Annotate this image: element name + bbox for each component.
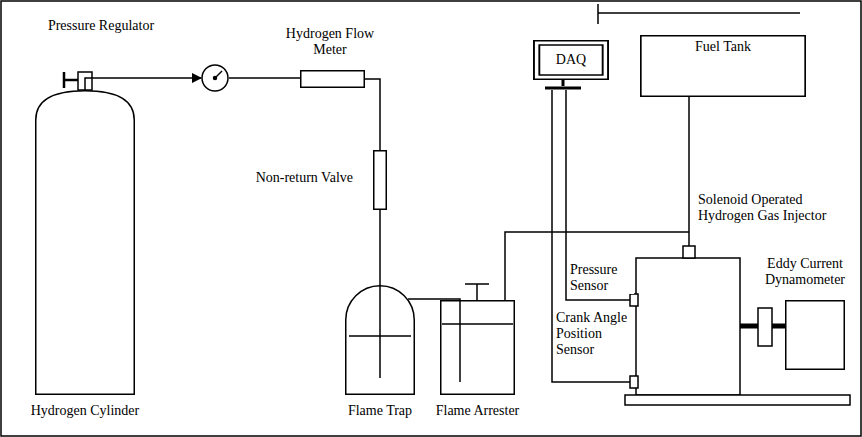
pressure-sensor bbox=[630, 294, 638, 306]
node-label: Fuel Tank bbox=[640, 39, 806, 55]
flow-meter-outline bbox=[300, 70, 365, 88]
cursor-mark bbox=[598, 4, 800, 24]
sensor-label: Pressure Sensor bbox=[570, 262, 634, 294]
flame-arrester: Flame Arrester bbox=[440, 300, 515, 395]
injector-label: Solenoid Operated Hydrogen Gas Injector bbox=[698, 192, 854, 224]
pressure-gauge: Pressure Regulator bbox=[201, 64, 229, 92]
flame-trap: Flame Trap bbox=[345, 285, 415, 395]
node-label: Flame Arrester bbox=[420, 403, 535, 419]
node-label: Flame Trap bbox=[330, 403, 430, 419]
sensor-label: Crank Angle Position Sensor bbox=[556, 310, 628, 358]
crank-sensor bbox=[630, 376, 638, 388]
node-label: Pressure Regulator bbox=[11, 18, 191, 34]
daq-monitor: DAQ bbox=[533, 40, 609, 80]
check-valve: Non-return Valve bbox=[373, 150, 387, 210]
gas-cylinder: Hydrogen Cylinder bbox=[35, 90, 135, 395]
flame-arrester-outline bbox=[440, 300, 515, 395]
node-label: Hydrogen Cylinder bbox=[5, 403, 165, 419]
node-label: Hydrogen Flow Meter bbox=[280, 26, 380, 58]
signal-wire bbox=[552, 90, 630, 382]
dynamometer: Eddy Current Dynamometer bbox=[785, 300, 845, 370]
fuel-tank: Fuel Tank bbox=[640, 35, 806, 97]
check-valve-outline bbox=[373, 150, 387, 210]
pipe-connector bbox=[379, 210, 381, 285]
injector-symbol bbox=[683, 246, 695, 258]
valve-handle bbox=[64, 72, 78, 88]
flame-trap-outline bbox=[345, 285, 415, 395]
gas-cylinder-outline bbox=[35, 90, 135, 395]
pressure-gauge-outline bbox=[201, 64, 229, 92]
pipe-connector bbox=[408, 299, 460, 300]
node-label: DAQ bbox=[533, 52, 609, 68]
pipe-connector bbox=[365, 79, 380, 150]
base-plate bbox=[625, 395, 850, 405]
pipe-connector bbox=[85, 78, 201, 90]
pipe-connector bbox=[229, 77, 300, 79]
node-label: Non-return Valve bbox=[223, 170, 353, 186]
node-label: Eddy Current Dynamometer bbox=[755, 256, 855, 288]
dynamometer-outline bbox=[785, 300, 845, 370]
engine-block bbox=[636, 258, 740, 395]
monitor-stand bbox=[545, 80, 581, 88]
flow-meter: Hydrogen Flow Meter bbox=[300, 70, 365, 88]
coupling bbox=[758, 308, 772, 346]
